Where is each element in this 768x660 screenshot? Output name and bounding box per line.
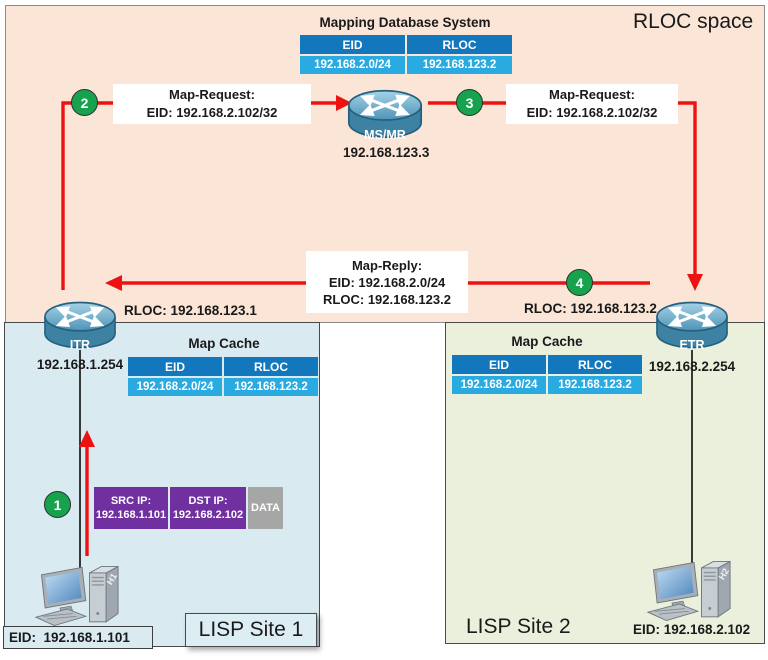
mapping-db-cell-eid: 192.168.2.0/24	[300, 56, 405, 74]
site2-map-cache-title: Map Cache	[511, 334, 583, 349]
map-request-right-box: Map-Request: EID: 192.168.2.102/32	[506, 84, 678, 124]
step-1-badge: 1	[44, 491, 71, 518]
host1-eid-box: EID: 192.168.1.101	[3, 626, 153, 649]
packet-dst-box: DST IP: 192.168.2.102	[170, 487, 246, 529]
mapping-db-header-eid: EID	[300, 35, 405, 54]
map-reply-rloc: RLOC: 192.168.123.2	[323, 291, 451, 307]
host2-computer: H2	[640, 555, 750, 627]
etr-rloc-label: RLOC: 192.168.123.2	[524, 301, 657, 316]
itr-router-label: ITR	[69, 338, 91, 352]
map-request-left-detail: EID: 192.168.2.102/32	[146, 105, 278, 120]
site1-cache-cell-eid: 192.168.2.0/24	[128, 378, 222, 396]
etr-ip-label: 192.168.2.254	[648, 359, 736, 374]
itr-router: ITR	[38, 295, 122, 355]
router-icon	[347, 89, 423, 139]
msmr-router-label: MS/MR	[364, 128, 406, 142]
packet-data-box: DATA	[248, 487, 283, 529]
packet-data-label: DATA	[251, 502, 280, 514]
itr-rloc-label: RLOC: 192.168.123.1	[124, 303, 257, 318]
mapping-db-cell-rloc: 192.168.123.2	[407, 56, 512, 74]
etr-router-label: ETR	[679, 338, 705, 352]
etr-router: ETR	[650, 295, 734, 355]
site2-cache-header-rloc: RLOC	[548, 355, 642, 374]
host1-computer: H1	[28, 560, 138, 632]
rloc-space-title: RLOC space	[633, 10, 754, 33]
map-reply-box: Map-Reply: EID: 192.168.2.0/24 RLOC: 192…	[306, 251, 468, 313]
step-4-badge: 4	[566, 269, 593, 296]
site1-cache-header-eid: EID	[128, 357, 222, 376]
host2-eid-label: EID: 192.168.2.102	[633, 622, 751, 637]
packet-src-box: SRC IP: 192.168.1.101	[94, 487, 168, 529]
site1-map-cache-title: Map Cache	[188, 336, 260, 351]
site1-map-cache-table: EID RLOC 192.168.2.0/24 192.168.123.2	[128, 357, 318, 396]
packet-dst-value: 192.168.2.102	[172, 509, 244, 521]
step-2-badge: 2	[71, 89, 98, 116]
step-3-badge: 3	[456, 89, 483, 116]
mapping-db-title: Mapping Database System	[319, 15, 491, 30]
router-icon	[656, 301, 728, 349]
map-request-left-title: Map-Request:	[169, 87, 255, 102]
router-icon	[44, 301, 116, 349]
mapping-db-header-rloc: RLOC	[407, 35, 512, 54]
map-request-right-title: Map-Request:	[549, 87, 635, 102]
msmr-ip-label: 192.168.123.3	[343, 145, 430, 160]
site2-cache-cell-eid: 192.168.2.0/24	[452, 376, 546, 394]
mapping-db-table: EID RLOC 192.168.2.0/24 192.168.123.2	[300, 35, 512, 74]
map-request-left-box: Map-Request: EID: 192.168.2.102/32	[113, 84, 311, 124]
site2-cache-cell-rloc: 192.168.123.2	[548, 376, 642, 394]
site2-title: LISP Site 2	[466, 615, 571, 638]
site2-map-cache-table: EID RLOC 192.168.2.0/24 192.168.123.2	[452, 355, 642, 394]
desktop-pc-icon	[34, 565, 119, 627]
packet-src-value: 192.168.1.101	[95, 509, 167, 521]
map-reply-eid: EID: 192.168.2.0/24	[328, 274, 446, 290]
map-request-right-detail: EID: 192.168.2.102/32	[526, 105, 658, 120]
map-reply-title: Map-Reply:	[351, 257, 423, 273]
packet-src-title: SRC IP:	[110, 495, 152, 507]
itr-ip-label: 192.168.1.254	[36, 357, 124, 372]
site2-cache-header-eid: EID	[452, 355, 546, 374]
site1-cache-cell-rloc: 192.168.123.2	[224, 378, 318, 396]
site1-title-box: LISP Site 1	[185, 613, 317, 647]
site1-cache-header-rloc: RLOC	[224, 357, 318, 376]
msmr-router: MS/MR	[341, 83, 429, 145]
packet-dst-title: DST IP:	[188, 495, 228, 507]
desktop-pc-icon	[646, 560, 731, 622]
